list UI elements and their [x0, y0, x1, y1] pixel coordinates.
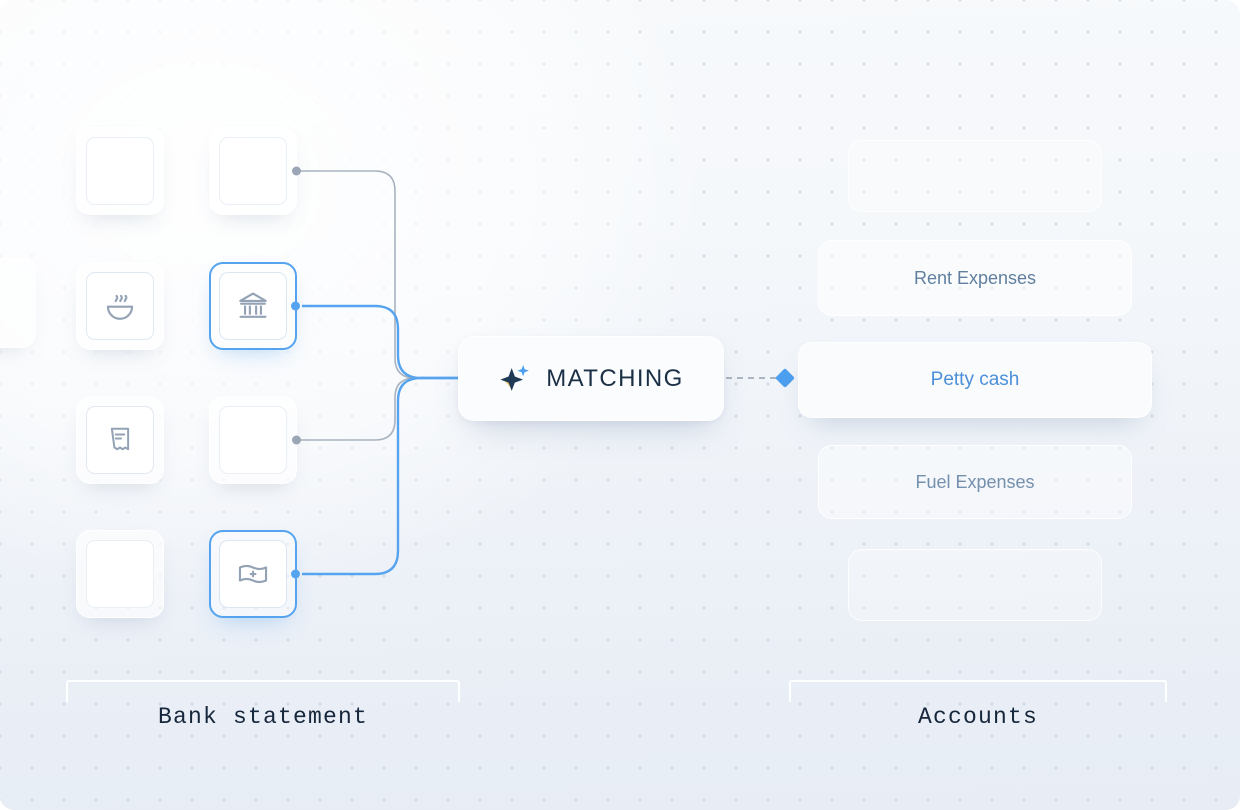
- account-card-rent-expenses[interactable]: Rent Expenses: [818, 240, 1132, 316]
- matching-node-card[interactable]: MATCHING: [458, 336, 724, 421]
- accounts-group-label: Accounts: [917, 704, 1039, 730]
- tile-inner: [219, 272, 287, 340]
- account-card-placeholder-top[interactable]: [848, 140, 1102, 212]
- sparkle-large-navy: [500, 367, 524, 391]
- tile-inner: [219, 406, 287, 474]
- bank-statement-group-label: Bank statement: [157, 704, 369, 730]
- connector-row3: [299, 377, 458, 441]
- bank-tile-row2-right[interactable]: [209, 262, 300, 350]
- bank-tile-row3-right[interactable]: [209, 396, 301, 484]
- tile-inner: [219, 540, 287, 608]
- output-diamond-marker: [775, 368, 795, 388]
- tile-inner: [86, 406, 154, 474]
- account-card-placeholder-bottom[interactable]: [848, 549, 1102, 621]
- bank-statement-bracket: [66, 680, 460, 702]
- connector-node-dot: [292, 435, 301, 445]
- account-card-petty-cash[interactable]: Petty cash: [798, 342, 1152, 418]
- bank-tile-row4-left[interactable]: [76, 530, 164, 618]
- sparkle-gold-accent: [500, 379, 512, 391]
- connector-node-dot: [291, 301, 300, 311]
- bank-tile-row3-left[interactable]: [76, 396, 164, 484]
- bank-tile-row2-left[interactable]: [76, 262, 164, 350]
- banknote-icon: [238, 564, 268, 584]
- bowl-steam-icon: [106, 294, 134, 320]
- account-card-label: Petty cash: [930, 369, 1020, 390]
- bank-tile-row1-right[interactable]: [209, 127, 301, 215]
- account-card-fuel-expenses[interactable]: Fuel Expenses: [818, 445, 1132, 519]
- offscreen-tile-card: [0, 258, 36, 348]
- connector-row2-active: [302, 304, 458, 380]
- account-card-label: Fuel Expenses: [915, 471, 1035, 492]
- account-card-label: Rent Expenses: [913, 267, 1037, 288]
- tile-inner: [219, 137, 287, 205]
- tile-inner: [86, 272, 154, 340]
- tile-inner: [86, 137, 154, 205]
- connector-node-dot: [292, 166, 301, 176]
- connector-row4-active: [302, 376, 458, 576]
- bank-icon: [239, 292, 267, 318]
- matching-label: MATCHING: [546, 364, 684, 392]
- connector-node-dot: [291, 569, 300, 579]
- bank-tile-row4-right[interactable]: [209, 530, 300, 618]
- sparkle-small-blue: [517, 364, 530, 376]
- connector-row1: [299, 170, 458, 379]
- tile-inner: [86, 540, 154, 608]
- receipt-icon: [110, 427, 130, 451]
- accounts-bracket: [789, 680, 1167, 702]
- bank-tile-row1-left[interactable]: [76, 127, 164, 215]
- ai-sparkle-icon: [500, 364, 530, 391]
